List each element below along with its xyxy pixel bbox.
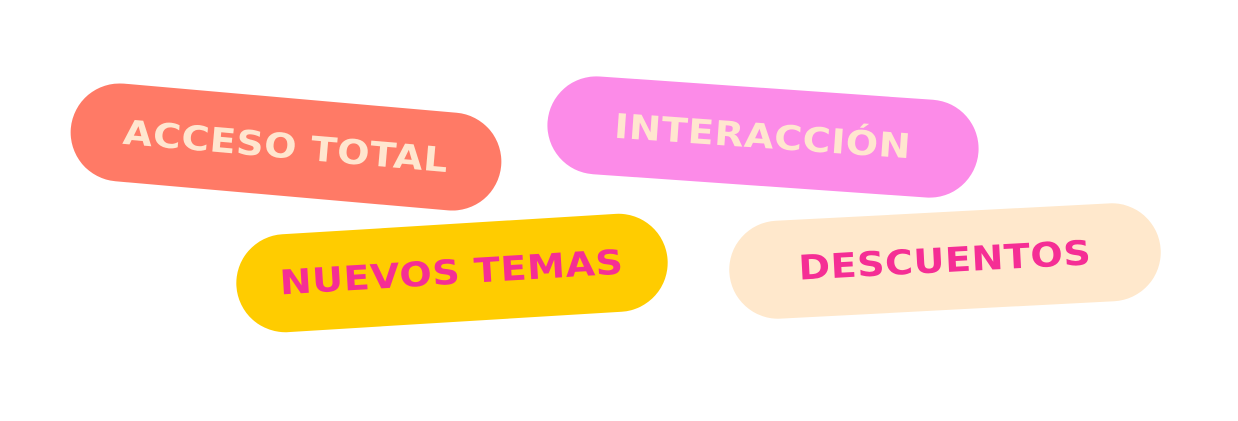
pill-label: INTERACCIÓN (613, 106, 913, 168)
pill-label: ACCESO TOTAL (121, 112, 451, 182)
pill-interaccion: INTERACCIÓN (544, 73, 982, 201)
pill-acceso-total: ACCESO TOTAL (66, 79, 506, 215)
pill-descuentos: DESCUENTOS (726, 200, 1164, 322)
pill-nuevos-temas: NUEVOS TEMAS (233, 210, 671, 336)
pill-label: NUEVOS TEMAS (279, 242, 625, 304)
pill-label: DESCUENTOS (797, 233, 1093, 289)
